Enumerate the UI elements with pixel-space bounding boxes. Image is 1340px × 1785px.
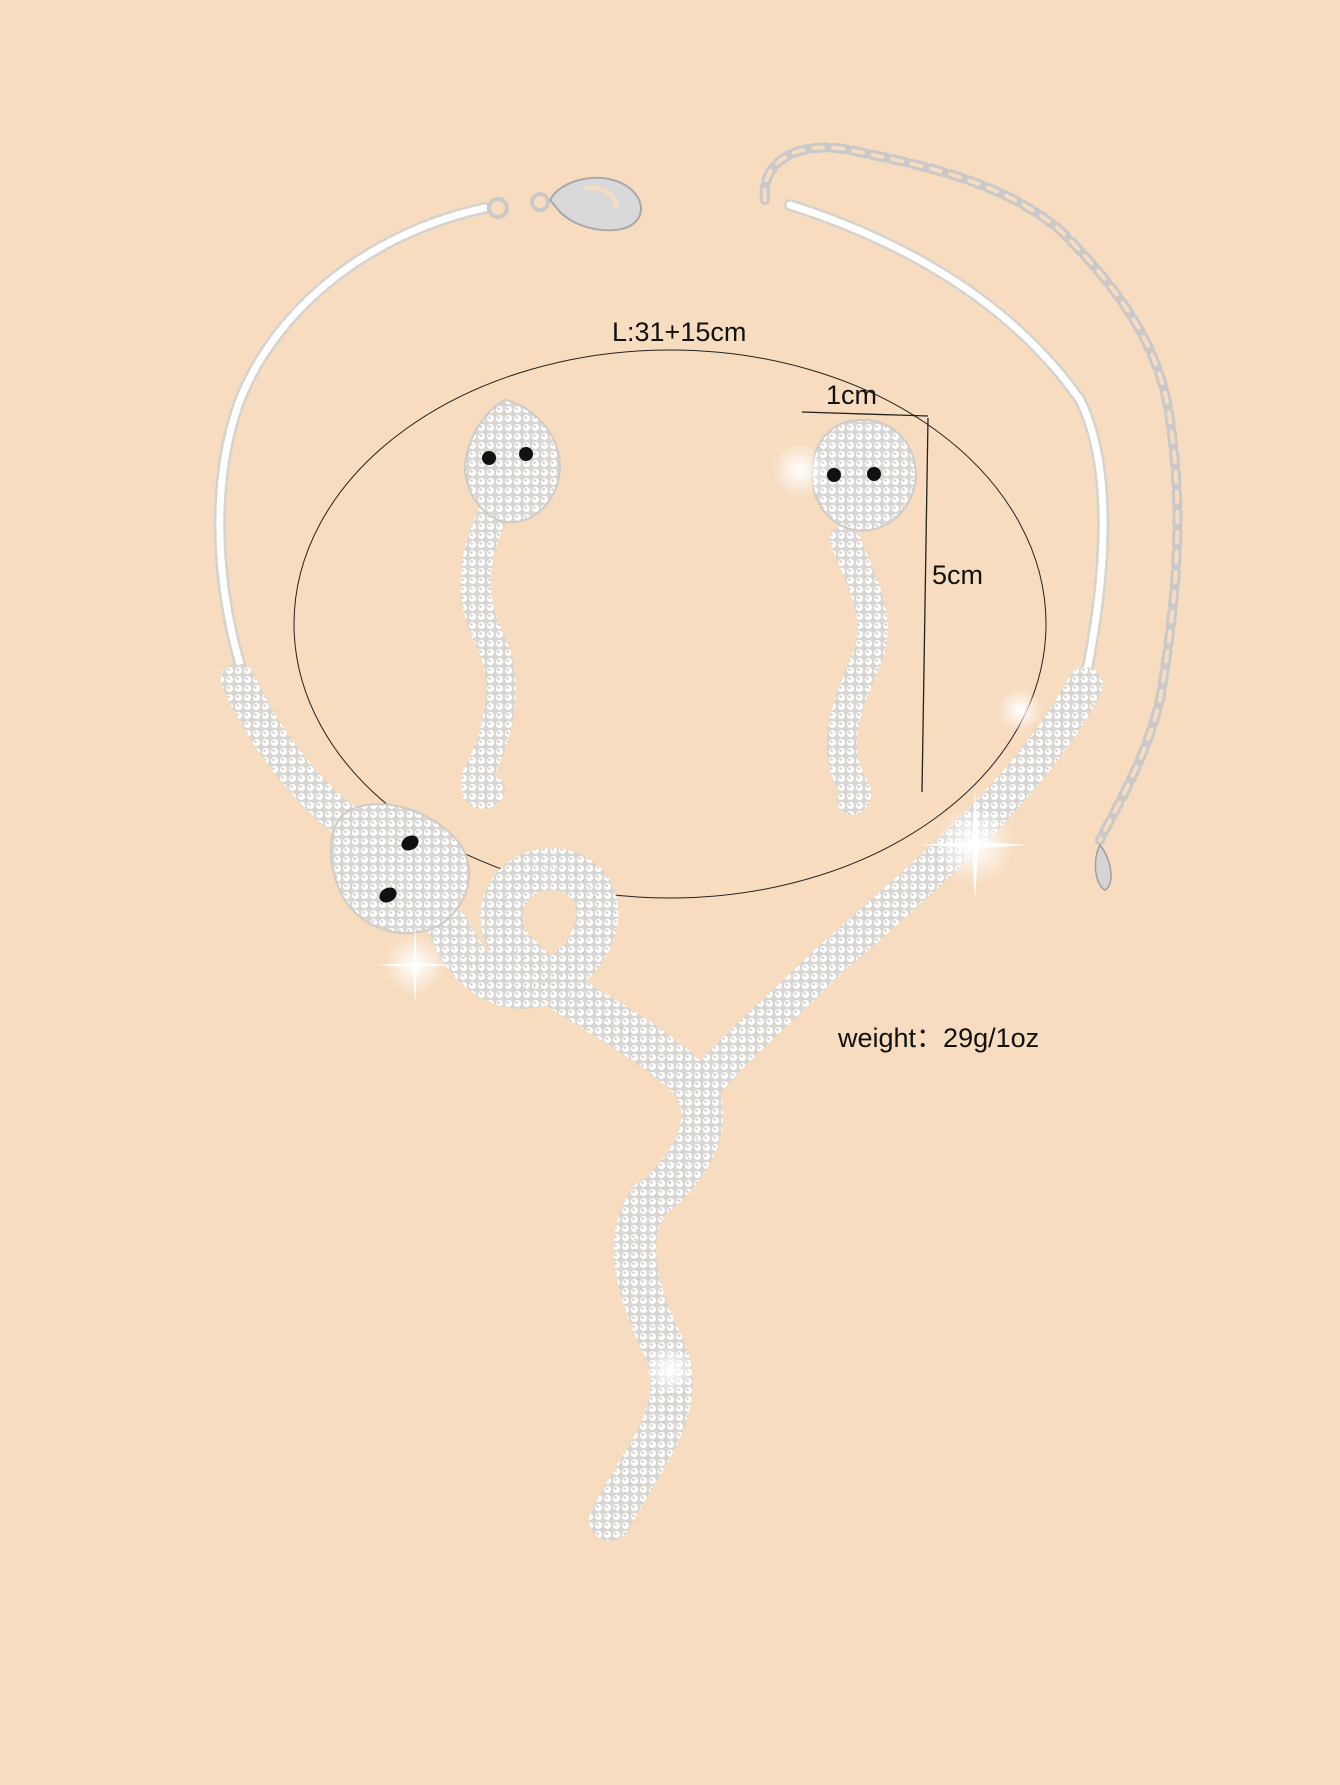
eye-icon [482,451,496,465]
necklace-band-left [221,663,367,842]
lobster-clasp [487,176,642,232]
eye-icon [519,447,533,461]
necklace-band-right [682,667,1103,1108]
snake-earring-right [810,418,917,815]
snake-earring-left [460,398,562,809]
height-dimension-line [921,417,929,793]
weight-label: weight：29g/1oz [838,1023,1040,1053]
width-dimension-line [801,411,929,417]
eye-icon [401,835,419,851]
length-ellipse [293,349,1047,899]
eye-icon [867,467,881,481]
snake-necklace [213,142,1183,1541]
extender-chain [759,142,1183,891]
eye-icon [827,468,841,482]
eye-icon [379,887,397,903]
sparkle-effects [375,442,1042,1394]
length-label: L:31+15cm [612,317,747,347]
height-label: 5cm [932,560,984,590]
necklace-snake-head [329,803,471,935]
width-label: 1cm [826,380,878,410]
